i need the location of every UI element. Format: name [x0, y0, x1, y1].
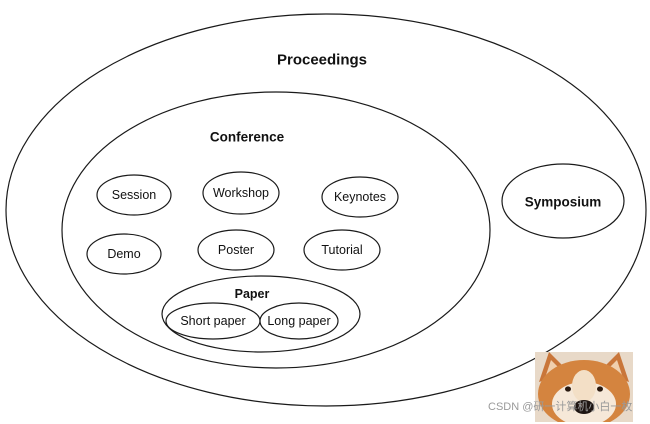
symposium-ellipse — [501, 163, 625, 239]
conference-label: Conference — [210, 130, 285, 145]
tutorial-label: Tutorial — [321, 243, 362, 257]
long-paper-label: Long paper — [267, 314, 330, 328]
proceedings-label: Proceedings — [277, 52, 367, 69]
session-label: Session — [112, 188, 157, 202]
poster-ellipse — [197, 229, 275, 271]
symposium-label: Symposium — [525, 195, 602, 210]
dog-avatar-image — [535, 352, 633, 422]
long-paper-ellipse — [259, 302, 339, 340]
keynotes-label: Keynotes — [334, 190, 386, 204]
keynotes-ellipse — [321, 176, 399, 218]
short-paper-label: Short paper — [180, 314, 245, 328]
watermark-text: CSDN @研一计算机小白一枚 — [488, 401, 633, 413]
workshop-ellipse — [202, 171, 280, 215]
proceedings-ellipse — [5, 13, 647, 407]
paper-label: Paper — [235, 287, 270, 301]
demo-ellipse — [86, 233, 162, 275]
tutorial-ellipse — [303, 229, 381, 271]
paper-ellipse — [161, 275, 361, 353]
conference-ellipse — [61, 91, 491, 369]
demo-label: Demo — [107, 247, 140, 261]
workshop-label: Workshop — [213, 186, 269, 200]
session-ellipse — [96, 174, 172, 216]
poster-label: Poster — [218, 243, 254, 257]
